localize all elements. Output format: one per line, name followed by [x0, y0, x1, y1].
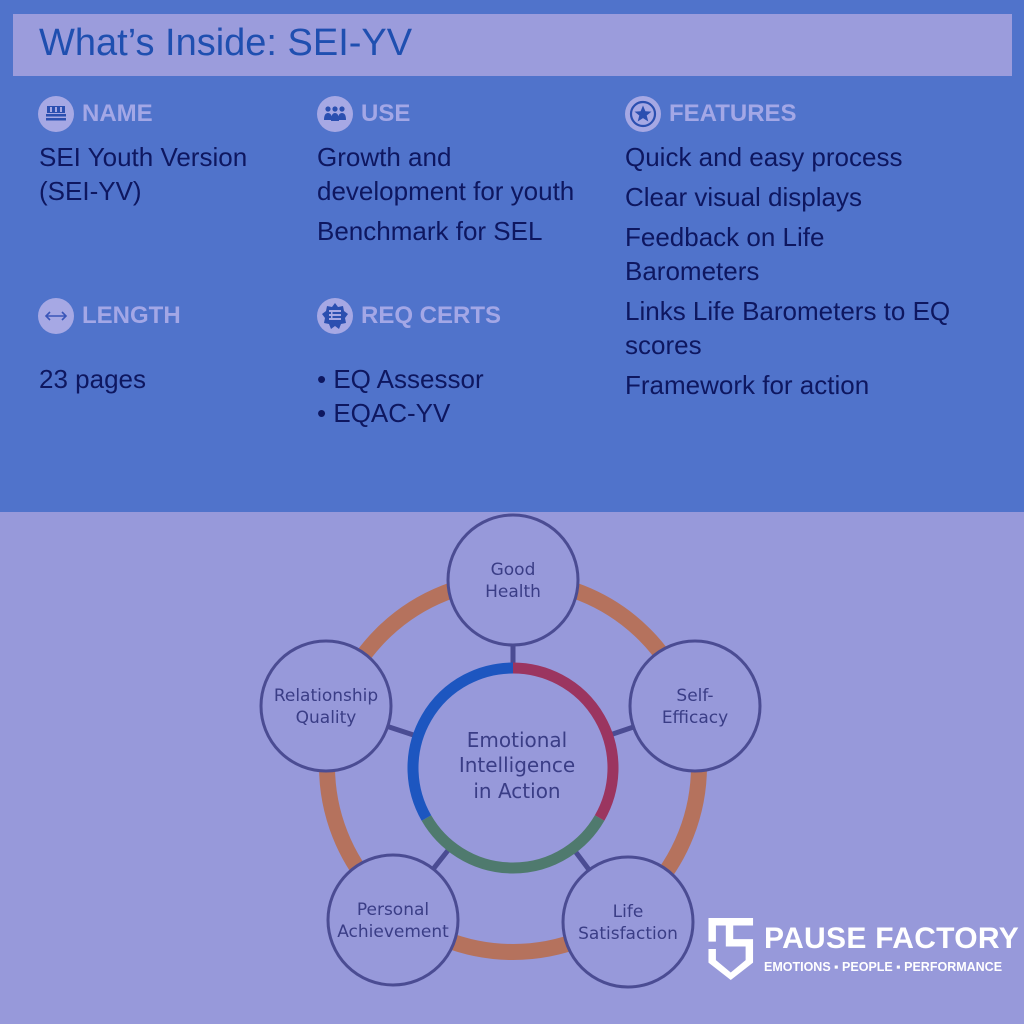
- use-value: Growth and development for youth Benchma…: [317, 140, 574, 248]
- node-circle: [446, 513, 580, 647]
- node-self-efficacy: Self-Efficacy: [628, 639, 762, 773]
- info-panel: What’s Inside: SEI-YV NAME SEI Youth Ver…: [0, 0, 1024, 512]
- section-length-header: LENGTH: [38, 298, 181, 334]
- node-label: Efficacy: [662, 708, 728, 728]
- name-line: SEI Youth Version: [39, 142, 248, 172]
- star-icon: [625, 96, 661, 132]
- center-ring: [407, 662, 619, 874]
- node-label: Relationship: [274, 686, 378, 706]
- node-label: Life: [613, 902, 644, 922]
- feature-item: scores: [625, 330, 702, 360]
- section-use-header: USE: [317, 96, 410, 132]
- center-ring-fill: [413, 668, 613, 868]
- title-bar: What’s Inside: SEI-YV: [13, 14, 1012, 76]
- use-line: development for youth: [317, 176, 575, 206]
- center-ring-green-arc: [421, 815, 605, 874]
- page-title: What’s Inside: SEI-YV: [39, 22, 413, 64]
- node-circle: [259, 639, 393, 773]
- node-label: Good: [491, 560, 536, 580]
- center-label-line: in Action: [473, 779, 560, 803]
- section-length-label: LENGTH: [82, 302, 181, 329]
- arrows-horizontal-icon: [38, 298, 74, 334]
- features-list: Quick and easy process Clear visual disp…: [625, 140, 950, 402]
- node-label: Quality: [296, 708, 357, 728]
- section-name-label: NAME: [82, 100, 153, 127]
- node-circle: [628, 639, 762, 773]
- center-label-line: Intelligence: [459, 753, 575, 777]
- node-circle: [561, 855, 695, 989]
- node-label: Achievement: [337, 922, 449, 942]
- cert-item: • EQAC-YV: [317, 398, 451, 428]
- center-ring-red-arc: [512, 662, 619, 821]
- feature-item: Quick and easy process: [625, 142, 903, 172]
- req-certs-list: • EQ Assessor • EQAC-YV: [317, 362, 484, 430]
- node-label: Personal: [357, 900, 429, 920]
- section-use-label: USE: [361, 100, 411, 127]
- section-name-header: NAME: [38, 96, 153, 132]
- building-icon: [38, 96, 74, 132]
- node-circle: [326, 853, 460, 987]
- node-label: Self-: [676, 686, 713, 706]
- section-features-header: FEATURES: [625, 96, 797, 132]
- name-value: SEI Youth Version (SEI-YV): [39, 140, 247, 208]
- people-icon: [317, 96, 353, 132]
- feature-item: Feedback on Life: [625, 222, 825, 252]
- use-line: Growth and: [317, 142, 452, 172]
- section-req-certs-header: REQ CERTS: [317, 298, 501, 334]
- use-line: Benchmark for SEL: [317, 216, 543, 246]
- shield-logo-icon: [708, 918, 754, 980]
- feature-item: Links Life Barometers to EQ: [625, 296, 951, 326]
- name-line: (SEI-YV): [39, 176, 142, 206]
- certificate-badge-icon: [317, 298, 353, 334]
- pause-factory-logo: PAUSE FACTORY EMOTIONS ▪ PEOPLE ▪ PERFOR…: [706, 914, 1024, 1024]
- length-value: 23 pages: [39, 364, 146, 394]
- feature-item: Barometers: [625, 256, 760, 286]
- section-features-label: FEATURES: [669, 100, 797, 127]
- feature-item: Clear visual displays: [625, 182, 862, 212]
- node-label: Satisfaction: [578, 924, 678, 944]
- center-ring-blue-arc: [407, 662, 514, 821]
- logo-name: PAUSE FACTORY: [764, 922, 1020, 955]
- section-req-certs-label: REQ CERTS: [361, 302, 502, 329]
- logo-tagline: EMOTIONS ▪ PEOPLE ▪ PERFORMANCE: [764, 960, 1003, 974]
- center-label-line: Emotional: [467, 728, 567, 752]
- feature-item: Framework for action: [625, 370, 870, 400]
- node-label: Health: [485, 582, 541, 602]
- cert-item: • EQ Assessor: [317, 364, 484, 394]
